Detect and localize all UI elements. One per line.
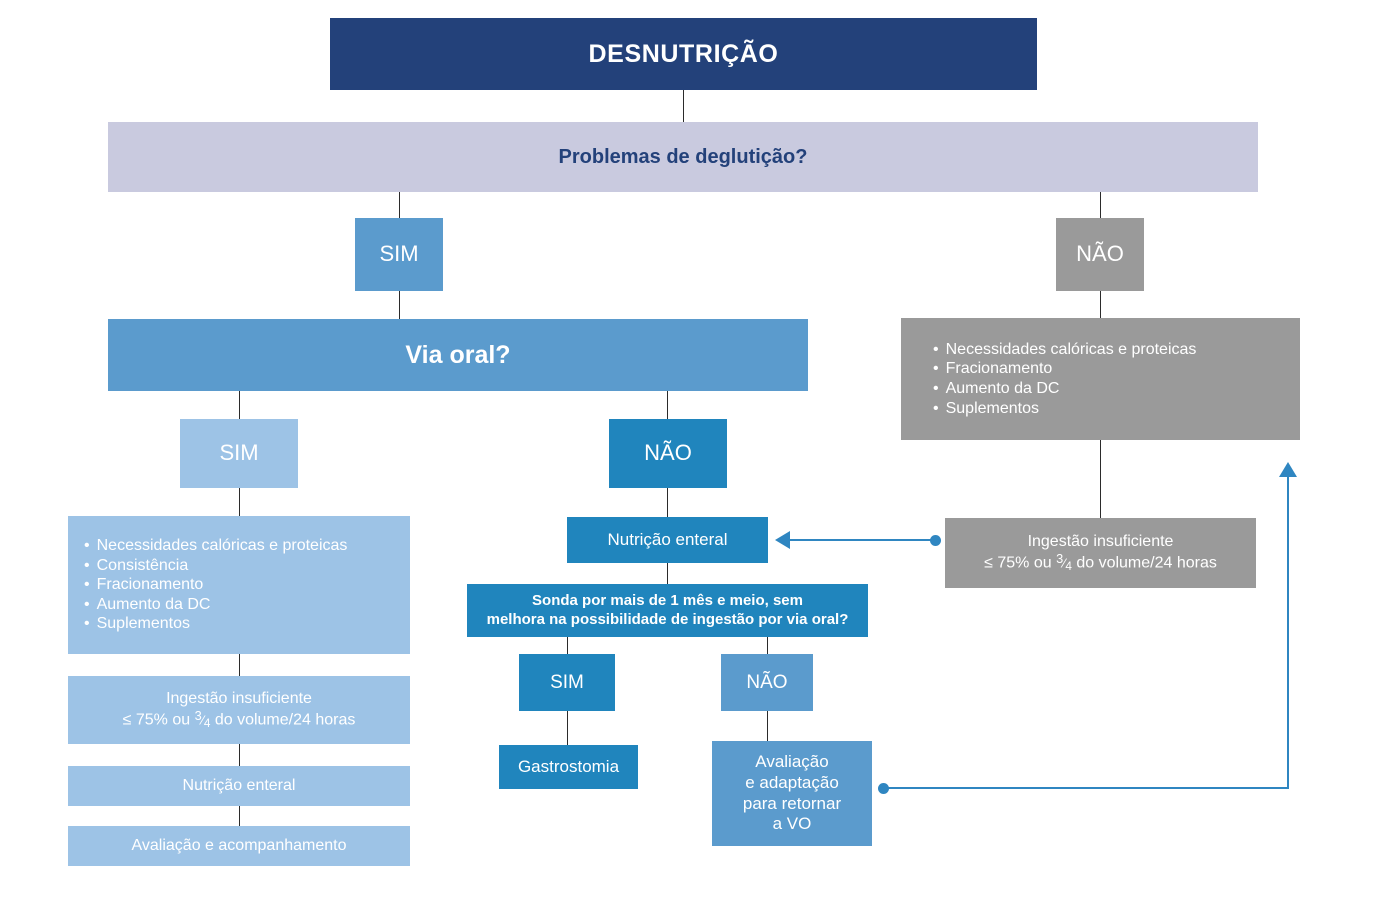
list-item: Suplementos [933,399,1196,419]
connector-oralsim-to-care [239,488,240,516]
oral-care-bullets: Necessidades calóricas e proteicas Consi… [84,536,348,634]
node-deglutição-nao[interactable]: NÃO [1056,218,1144,291]
feedback-line-returnvo-vertical [1287,476,1289,789]
node-retornar-vo[interactable]: Avaliação e adaptação para retornar a VO [712,741,872,846]
node-gray-ingestao-line1: Ingestão insuficiente [1027,532,1174,550]
node-gray-care-list[interactable]: Necessidades calóricas e proteicas Fraci… [901,318,1300,440]
connector-oralnao-to-enteral [667,488,668,517]
connector-sondanao-to-returnvo [767,711,768,741]
connector-graycare-to-grayinsuf [1100,440,1101,518]
list-item: Fracionamento [84,575,347,595]
node-problemas-deglutição-label: Problemas de deglutição? [558,145,808,168]
node-desnutricao-label: DESNUTRIÇÃO [588,39,779,68]
connector-deglutition-to-sim [399,192,400,218]
node-retornar-vo-line3: para retornar [742,793,842,813]
feedback-origin-dot-return-vo [878,783,889,794]
node-oral-ingestao-line1: Ingestão insuficiente [166,689,312,707]
node-sonda-question-line2: melhora na possibilidade de ingestão por… [486,610,849,628]
node-retornar-vo-line4: a VO [772,814,812,834]
node-gastrostomia-label: Gastrostomia [517,756,620,776]
connector-viaoral-to-nao [667,391,668,419]
feedback-origin-dot-gray-insufficient [930,535,941,546]
feedback-arrowhead-to-enteral-icon [775,531,790,549]
connector-enteral-to-sonda [667,563,668,584]
node-oral-nutricao-enteral-label: Nutrição enteral [182,777,296,795]
list-item: Aumento da DC [933,379,1196,399]
node-gastrostomia[interactable]: Gastrostomia [499,745,638,789]
node-via-oral-nao-label: NÃO [644,440,692,466]
node-via-oral-sim[interactable]: SIM [180,419,298,488]
connector-care-to-insufficient [239,654,240,676]
node-enteral-label: Nutrição enteral [607,529,728,549]
node-deglutição-sim[interactable]: SIM [355,218,443,291]
node-via-oral-question-label: Via oral? [405,340,511,369]
node-sonda-nao-label: NÃO [746,671,788,693]
node-oral-avaliacao-acompanhamento-label: Avaliação e acompanhamento [131,837,347,855]
node-enteral[interactable]: Nutrição enteral [567,517,768,563]
connector-sonda-to-sim [567,637,568,654]
node-via-oral-nao[interactable]: NÃO [609,419,727,488]
node-gray-ingestao-insuficiente[interactable]: Ingestão insuficiente ≤ 75% ou 3⁄4 do vo… [945,518,1256,588]
node-oral-avaliacao-acompanhamento[interactable]: Avaliação e acompanhamento [68,826,410,866]
node-via-oral-question[interactable]: Via oral? [108,319,808,391]
connector-sonda-to-nao [767,637,768,654]
node-deglutição-nao-label: NÃO [1076,241,1124,267]
feedback-arrowhead-to-gray-care-icon [1279,462,1297,477]
node-oral-nutricao-enteral[interactable]: Nutrição enteral [68,766,410,806]
feedback-line-returnvo-horizontal [884,787,1289,789]
connector-enteral-to-followup [239,806,240,826]
node-gray-ingestao-line2: ≤ 75% ou 3⁄4 do volume/24 horas [984,551,1217,574]
connector-sim-to-viaoral [399,291,400,319]
connector-naodeglut-to-care [1100,291,1101,318]
node-problemas-deglutição[interactable]: Problemas de deglutição? [108,122,1258,192]
node-sonda-sim-label: SIM [550,671,584,693]
list-item: Consistência [84,556,347,576]
gray-care-bullets: Necessidades calóricas e proteicas Fraci… [933,340,1197,419]
node-retornar-vo-line1: Avaliação [755,752,829,772]
connector-insufficient-to-enteral [239,744,240,766]
node-via-oral-sim-label: SIM [219,440,259,466]
node-sonda-question[interactable]: Sonda por mais de 1 mês e meio, sem melh… [467,584,868,637]
node-sonda-sim[interactable]: SIM [519,654,615,711]
list-item: Necessidades calóricas e proteicas [933,340,1197,360]
node-deglutição-sim-label: SIM [379,241,419,267]
connector-deglutition-to-nao [1100,192,1101,218]
node-retornar-vo-line2: e adaptação [745,772,839,792]
node-oral-ingestao-line2: ≤ 75% ou 3⁄4 do volume/24 horas [122,708,356,731]
node-sonda-nao[interactable]: NÃO [721,654,813,711]
node-oral-ingestao-insuficiente[interactable]: Ingestão insuficiente ≤ 75% ou 3⁄4 do vo… [68,676,410,744]
node-oral-care-list[interactable]: Necessidades calóricas e proteicas Consi… [68,516,410,654]
list-item: Fracionamento [933,359,1196,379]
node-sonda-question-line1: Sonda por mais de 1 mês e meio, sem [532,592,803,610]
connector-root-to-deglutition [683,90,684,122]
list-item: Aumento da DC [84,595,347,615]
list-item: Necessidades calóricas e proteicas [84,536,348,556]
node-desnutricao[interactable]: DESNUTRIÇÃO [330,18,1037,90]
connector-sondasim-to-gastro [567,711,568,745]
list-item: Suplementos [84,614,347,634]
feedback-line-gray-to-enteral [790,539,936,541]
connector-viaoral-to-sim [239,391,240,419]
